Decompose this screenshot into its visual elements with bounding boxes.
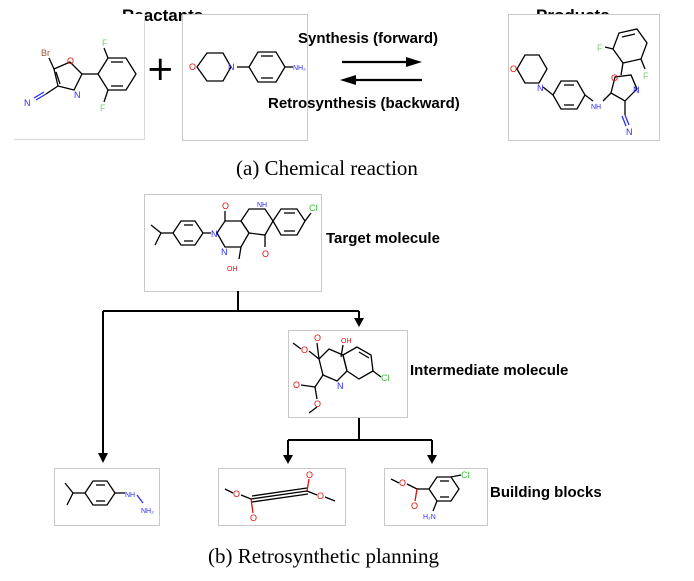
svg-text:O: O (262, 249, 269, 259)
svg-text:O: O (314, 333, 321, 343)
target-molecule-label: Target molecule (326, 230, 440, 247)
backward-label: Retrosynthesis (backward) (268, 95, 460, 112)
svg-text:Br: Br (41, 48, 50, 58)
svg-text:OH: OH (341, 338, 352, 345)
caption-b: (b) Retrosynthetic planning (208, 544, 439, 568)
reactant-1-box: Br N N O F F (14, 14, 145, 140)
svg-text:O: O (250, 513, 257, 523)
intermediate-molecule-box: O O OH N Cl O O (288, 330, 408, 418)
backward-arrow (340, 75, 422, 85)
svg-text:O: O (222, 201, 229, 211)
svg-text:O: O (306, 470, 313, 480)
svg-text:N: N (221, 247, 228, 257)
svg-text:Cl: Cl (381, 373, 390, 383)
building-block-2-structure: O O O O (224, 470, 336, 523)
svg-text:O: O (611, 73, 618, 83)
building-block-1-box: NH NH₂ (54, 468, 160, 526)
svg-text:Cl: Cl (461, 470, 470, 480)
svg-text:NH₂: NH₂ (293, 65, 306, 72)
building-block-1-structure: NH NH₂ (64, 480, 154, 515)
svg-text:NH: NH (257, 202, 267, 209)
building-block-3-box: O O Cl H₂N (384, 468, 488, 526)
forward-label: Synthesis (forward) (298, 30, 439, 47)
svg-text:OH: OH (227, 266, 238, 273)
svg-text:O: O (67, 56, 74, 66)
reactant-1-structure: Br N N O F F (24, 38, 137, 113)
svg-text:F: F (100, 103, 106, 113)
reaction-arrows (340, 57, 422, 85)
svg-text:F: F (643, 71, 649, 81)
svg-text:N: N (74, 90, 81, 100)
caption-a: (a) Chemical reaction (236, 156, 418, 180)
svg-text:N: N (228, 62, 235, 72)
target-molecule-box: N O N OH NH O Cl (144, 194, 322, 292)
reactant-2-box: O N NH₂ (182, 14, 308, 141)
intermediate-molecule-label: Intermediate molecule (410, 362, 569, 379)
svg-text:O: O (510, 64, 517, 74)
svg-text:N: N (633, 85, 640, 95)
svg-text:O: O (314, 399, 321, 409)
svg-text:Cl: Cl (309, 203, 318, 213)
intermediate-molecule-structure: O O OH N Cl O O (292, 333, 390, 414)
svg-text:NH: NH (591, 104, 601, 111)
svg-text:H₂N: H₂N (423, 514, 436, 521)
building-blocks-label: Building blocks (490, 484, 602, 501)
reactant-2-structure: O N NH₂ (189, 51, 306, 83)
building-block-2-box: O O O O (218, 468, 346, 526)
product-box: O N NH O N N F F (508, 14, 660, 141)
plus-sign: + (146, 49, 175, 89)
svg-text:O: O (233, 489, 240, 499)
product-structure: O N NH O N N F F (510, 28, 649, 137)
building-block-3-structure: O O Cl H₂N (390, 470, 470, 521)
svg-text:O: O (317, 491, 324, 501)
svg-text:O: O (399, 478, 406, 488)
svg-text:O: O (301, 345, 308, 355)
svg-text:F: F (102, 38, 108, 48)
svg-text:NH₂: NH₂ (141, 508, 154, 515)
svg-text:N: N (626, 127, 633, 137)
svg-text:O: O (293, 380, 300, 390)
svg-text:F: F (597, 43, 603, 53)
svg-text:NH: NH (125, 492, 135, 499)
svg-text:N: N (211, 229, 218, 239)
svg-text:O: O (189, 62, 196, 72)
target-molecule-structure: N O N OH NH O Cl (150, 201, 318, 273)
svg-text:O: O (411, 501, 418, 511)
svg-text:N: N (337, 381, 344, 391)
svg-text:N: N (537, 83, 544, 93)
forward-arrow (342, 57, 422, 67)
svg-text:N: N (24, 98, 31, 108)
